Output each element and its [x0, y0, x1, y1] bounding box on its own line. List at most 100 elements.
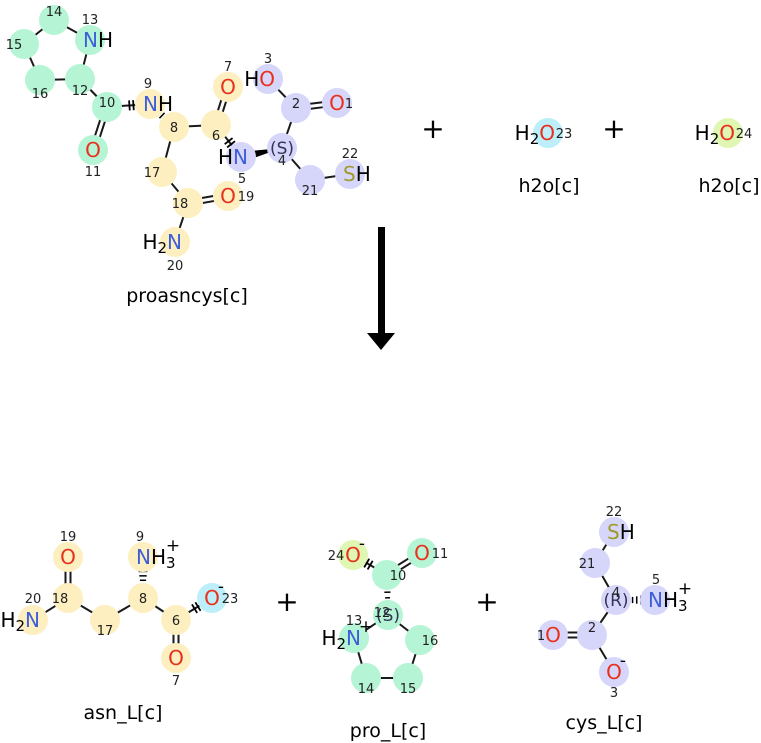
atom-label: O — [220, 184, 236, 208]
atom-15: 15 — [400, 682, 417, 697]
reaction-arrow-icon — [367, 227, 395, 350]
atom-highlight — [599, 517, 629, 547]
atom-number: 5 — [652, 573, 660, 588]
molecule-name: h2o[c] — [518, 175, 579, 197]
atom-highlight — [53, 542, 83, 572]
atom-number: 8 — [139, 592, 147, 607]
atom-highlight — [128, 542, 158, 572]
atom-9: NH9 — [143, 77, 173, 116]
molecule-name: pro_L[c] — [350, 720, 426, 742]
atom-highlight — [393, 663, 423, 693]
atom-highlight — [25, 65, 55, 95]
atom-highlight — [53, 583, 83, 613]
atom-number: 10 — [99, 96, 116, 111]
atom-number: 21 — [579, 557, 596, 572]
atom-9: NH3+9 — [136, 530, 180, 572]
plus-operator: + — [275, 585, 298, 618]
atom-highlight — [173, 188, 203, 218]
atom-number: 22 — [606, 505, 623, 520]
atom-highlight — [599, 657, 629, 687]
atom-highlight — [65, 64, 95, 94]
atom-highlight — [601, 585, 631, 615]
atom-highlight — [213, 181, 243, 211]
atom-highlight — [640, 585, 670, 615]
atom-highlight — [253, 64, 283, 94]
atom-number: 11 — [85, 165, 102, 180]
atom-number: 3 — [264, 52, 272, 67]
atom-highlight — [75, 25, 105, 55]
atom-label: SH — [607, 520, 635, 544]
atom-number: 15 — [400, 682, 417, 697]
atom-highlight — [135, 89, 165, 119]
molecule-names: proasncys[c]h2o[c]h2o[c]asn_L[c]pro_L[c]… — [84, 175, 760, 742]
atom-highlight — [405, 625, 435, 655]
atom-highlight — [92, 92, 122, 122]
atom-label: O — [545, 623, 561, 647]
atom-number: 5 — [238, 172, 246, 187]
atom-21: 21 — [302, 184, 319, 199]
atom-10: 10 — [99, 96, 116, 111]
molecule-name: asn_L[c] — [84, 702, 163, 724]
atom-label: H2O — [695, 121, 735, 148]
atom-number: 7 — [224, 60, 232, 75]
chirality-label: (S) — [376, 606, 400, 626]
plus-operator: + — [475, 585, 498, 618]
atom-highlight — [372, 560, 402, 590]
atom-label: SH — [343, 162, 371, 186]
atom-number: 13 — [346, 614, 363, 629]
atom-number: 1 — [537, 629, 545, 644]
atom-highlight — [351, 663, 381, 693]
atom-number: 13 — [82, 13, 99, 28]
atom-number: 19 — [238, 190, 255, 205]
atom-highlight — [335, 159, 365, 189]
atom-number: 16 — [32, 87, 49, 102]
chirality-label: (S) — [270, 139, 294, 159]
atom-4: (R)4 — [603, 586, 628, 611]
atom-highlight — [159, 112, 189, 142]
atom-label: O — [329, 91, 345, 115]
atom-label: O — [220, 75, 236, 99]
atom-2: 2 — [292, 97, 300, 112]
atom-highlight — [39, 5, 69, 35]
atom-number: 24 — [328, 549, 345, 564]
atom-number: 18 — [172, 197, 189, 212]
atom-number: 14 — [46, 5, 63, 20]
atom-label: NH — [83, 28, 113, 52]
atom-number: 12 — [72, 84, 89, 99]
atom-3: HO3 — [244, 52, 275, 91]
atom-number: 2 — [588, 621, 596, 636]
atom-14: 14 — [46, 5, 63, 20]
plus-operator: + — [602, 112, 625, 145]
atom-highlight — [9, 29, 39, 59]
atom-number: 9 — [136, 530, 144, 545]
atom-number: 14 — [358, 682, 375, 697]
atom-number: 6 — [212, 129, 220, 144]
atom-label: O — [168, 646, 184, 670]
atom-label: H2N — [321, 626, 361, 653]
atom-highlight — [407, 538, 437, 568]
atom-highlight — [161, 643, 191, 673]
atom-highlight — [533, 118, 563, 148]
atom-24: O-24 — [328, 534, 365, 567]
atom-highlight — [338, 540, 368, 570]
atom-label: O — [204, 586, 220, 610]
atom-number: 4 — [612, 586, 620, 601]
atom-18: 18 — [172, 197, 189, 212]
atom-highlight — [90, 605, 120, 635]
atom-number: 9 — [144, 77, 152, 92]
atom-highlight — [197, 583, 227, 613]
atom-label: NH3 — [648, 588, 688, 615]
atom-number: 7 — [172, 674, 180, 689]
atom-highlight — [213, 72, 243, 102]
atom-7: O7 — [220, 60, 236, 99]
atom-number: 17 — [144, 166, 161, 181]
atom-number: 23 — [556, 127, 573, 142]
